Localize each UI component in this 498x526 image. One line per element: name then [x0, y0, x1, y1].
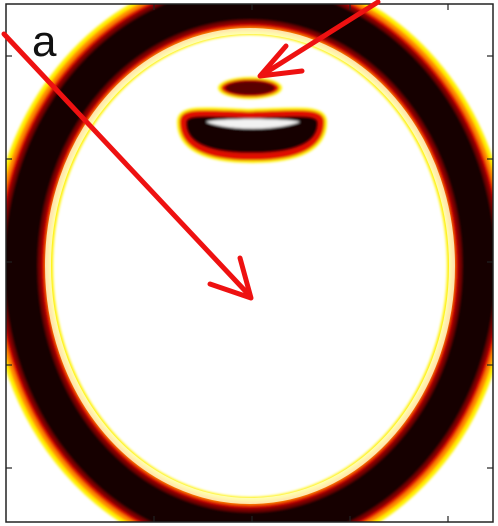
crescent-blob — [177, 107, 327, 163]
inner-halo — [45, 28, 455, 504]
tick-marks — [6, 4, 493, 522]
panel-label: a — [32, 17, 57, 66]
outer-ring — [6, 4, 493, 522]
arrow-to-center — [1, 31, 254, 301]
arrow-to-small-blob — [257, 0, 381, 79]
plot-frame — [5, 3, 494, 523]
small-blob — [218, 77, 282, 99]
